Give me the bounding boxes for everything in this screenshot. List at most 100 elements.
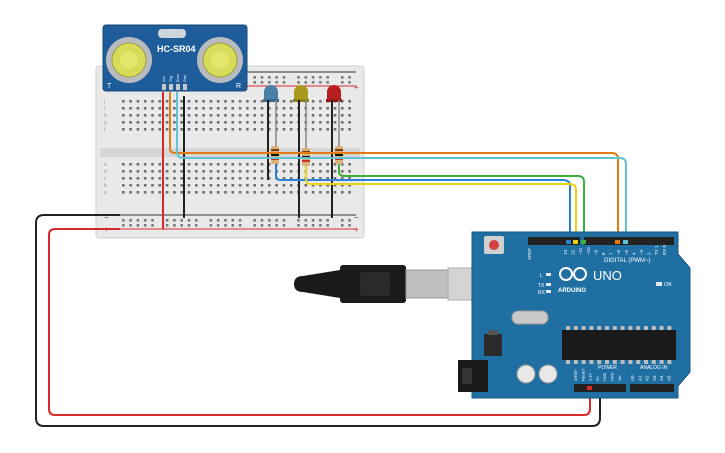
breadboard-hole[interactable] xyxy=(158,184,162,187)
breadboard-hole[interactable] xyxy=(143,114,147,117)
breadboard-hole[interactable] xyxy=(231,100,235,103)
breadboard-hole[interactable] xyxy=(195,184,198,187)
breadboard-hole[interactable] xyxy=(202,114,205,117)
breadboard-hole[interactable] xyxy=(158,163,162,166)
rail-hole[interactable] xyxy=(297,224,300,227)
breadboard-hole[interactable] xyxy=(173,163,176,166)
breadboard-hole[interactable] xyxy=(187,170,191,173)
breadboard-hole[interactable] xyxy=(209,170,213,173)
breadboard-hole[interactable] xyxy=(122,191,125,194)
breadboard-hole[interactable] xyxy=(311,114,315,117)
breadboard-hole[interactable] xyxy=(333,191,337,194)
breadboard-hole[interactable] xyxy=(253,121,256,124)
rail-hole[interactable] xyxy=(136,219,140,222)
breadboard-hole[interactable] xyxy=(341,107,344,110)
breadboard-hole[interactable] xyxy=(216,100,220,103)
led-red[interactable] xyxy=(326,85,342,102)
breadboard-hole[interactable] xyxy=(151,163,154,166)
breadboard-hole[interactable] xyxy=(195,100,198,103)
breadboard-hole[interactable] xyxy=(129,114,132,117)
breadboard-hole[interactable] xyxy=(231,184,235,187)
breadboard-hole[interactable] xyxy=(238,177,242,180)
breadboard-hole[interactable] xyxy=(268,170,271,173)
wire-led-red-signal[interactable] xyxy=(338,164,585,244)
breadboard-hole[interactable] xyxy=(129,128,132,131)
breadboard-hole[interactable] xyxy=(224,100,227,103)
breadboard-hole[interactable] xyxy=(282,114,286,117)
breadboard-hole[interactable] xyxy=(180,163,183,166)
breadboard-hole[interactable] xyxy=(122,114,125,117)
breadboard-hole[interactable] xyxy=(129,170,132,173)
breadboard-hole[interactable] xyxy=(282,121,286,124)
rail-hole[interactable] xyxy=(319,224,322,227)
breadboard-hole[interactable] xyxy=(224,107,227,110)
reset-button-cap[interactable] xyxy=(489,240,499,250)
rail-hole[interactable] xyxy=(165,224,169,227)
breadboard-hole[interactable] xyxy=(246,100,249,103)
breadboard-hole[interactable] xyxy=(333,177,337,180)
rail-hole[interactable] xyxy=(209,224,213,227)
breadboard-hole[interactable] xyxy=(173,184,176,187)
rail-hole[interactable] xyxy=(238,224,242,227)
rail-hole[interactable] xyxy=(165,219,169,222)
breadboard-hole[interactable] xyxy=(195,177,198,180)
wire-gnd-black-loop[interactable] xyxy=(35,214,601,427)
breadboard-hole[interactable] xyxy=(143,100,147,103)
breadboard-hole[interactable] xyxy=(246,170,249,173)
breadboard-hole[interactable] xyxy=(202,184,205,187)
breadboard-hole[interactable] xyxy=(260,100,264,103)
breadboard-hole[interactable] xyxy=(136,177,140,180)
rail-hole[interactable] xyxy=(341,219,344,222)
breadboard-hole[interactable] xyxy=(224,170,227,173)
breadboard-hole[interactable] xyxy=(333,184,337,187)
wire-echo-cyan[interactable] xyxy=(176,92,627,244)
breadboard-hole[interactable] xyxy=(231,128,235,131)
usb-cable[interactable] xyxy=(294,265,477,303)
breadboard-hole[interactable] xyxy=(173,128,176,131)
breadboard-hole[interactable] xyxy=(165,107,169,110)
breadboard-hole[interactable] xyxy=(136,107,140,110)
breadboard-hole[interactable] xyxy=(216,128,220,131)
breadboard-hole[interactable] xyxy=(165,163,169,166)
rail-hole[interactable] xyxy=(231,224,235,227)
breadboard-hole[interactable] xyxy=(122,177,125,180)
breadboard-hole[interactable] xyxy=(246,128,249,131)
rail-hole[interactable] xyxy=(122,224,125,227)
breadboard-hole[interactable] xyxy=(289,184,293,187)
breadboard-hole[interactable] xyxy=(195,163,198,166)
breadboard-hole[interactable] xyxy=(129,191,132,194)
breadboard-hole[interactable] xyxy=(151,107,154,110)
breadboard-hole[interactable] xyxy=(158,170,162,173)
rail-hole[interactable] xyxy=(275,76,278,79)
breadboard-hole[interactable] xyxy=(311,121,315,124)
breadboard-hole[interactable] xyxy=(268,191,271,194)
breadboard-hole[interactable] xyxy=(311,191,315,194)
breadboard-hole[interactable] xyxy=(216,107,220,110)
wire-led-yellow-signal[interactable] xyxy=(305,166,577,244)
breadboard-hole[interactable] xyxy=(173,114,176,117)
breadboard-hole[interactable] xyxy=(319,100,322,103)
rail-hole[interactable] xyxy=(311,81,315,84)
breadboard-hole[interactable] xyxy=(289,121,293,124)
breadboard-hole[interactable] xyxy=(129,177,132,180)
rail-hole[interactable] xyxy=(275,81,278,84)
breadboard-hole[interactable] xyxy=(216,184,220,187)
breadboard-hole[interactable] xyxy=(260,107,264,110)
breadboard-hole[interactable] xyxy=(231,170,235,173)
rail-hole[interactable] xyxy=(319,76,322,79)
breadboard-hole[interactable] xyxy=(209,177,213,180)
rail-hole[interactable] xyxy=(260,219,264,222)
breadboard-hole[interactable] xyxy=(136,191,140,194)
rail-hole[interactable] xyxy=(224,224,227,227)
breadboard-hole[interactable] xyxy=(143,121,147,124)
breadboard-hole[interactable] xyxy=(341,128,344,131)
breadboard-hole[interactable] xyxy=(238,163,242,166)
breadboard-hole[interactable] xyxy=(268,163,271,166)
rail-hole[interactable] xyxy=(319,81,322,84)
breadboard-hole[interactable] xyxy=(246,107,249,110)
breadboard-hole[interactable] xyxy=(231,163,235,166)
breadboard-hole[interactable] xyxy=(195,191,198,194)
breadboard-hole[interactable] xyxy=(341,114,344,117)
breadboard-hole[interactable] xyxy=(143,184,147,187)
